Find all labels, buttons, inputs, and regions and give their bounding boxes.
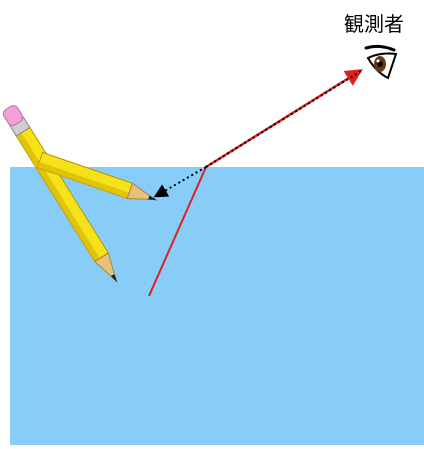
real-pencil <box>2 105 118 283</box>
true-ray-underwater <box>148 166 207 297</box>
apparent-pencil <box>36 151 158 201</box>
eye-icon <box>364 44 398 80</box>
observer-label: 観測者 <box>344 12 404 36</box>
apparent-ray-air <box>205 70 362 168</box>
